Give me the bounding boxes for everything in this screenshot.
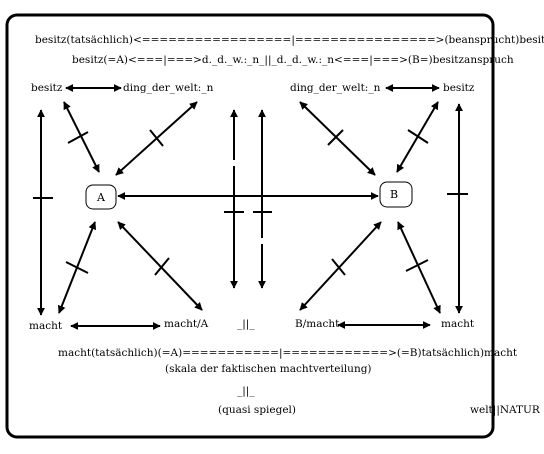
- header-line-2: besitz(=A)<===|===>d._d._w.:_n_||_d._d._…: [72, 54, 514, 67]
- tick-a-macht-a: [154, 257, 170, 276]
- label-ding-left: ding_der_welt:_n: [123, 82, 214, 94]
- node-b-box: [379, 181, 413, 208]
- tick-besitz-left-a: [67, 131, 89, 144]
- footer-line-2: (skala der faktischen machtverteilung): [165, 363, 372, 375]
- label-besitz-left: besitz: [31, 82, 63, 94]
- footer-corner-label: welt||NATUR: [470, 404, 541, 417]
- arrow-b-macht-right: [397, 221, 441, 314]
- label-macht-a: macht/A: [164, 318, 209, 330]
- node-a-box: [85, 184, 117, 210]
- tick-ding-right-b: [327, 129, 344, 146]
- label-macht-left: macht: [29, 320, 63, 332]
- label-besitz-right: besitz: [443, 82, 475, 94]
- label-b-macht: B/macht: [295, 318, 340, 330]
- arrow-a-macht-a: [117, 221, 203, 311]
- tick-ding-left-a: [149, 129, 164, 147]
- label-mirror-mid: _||_: [237, 318, 255, 331]
- footer-mirror: _||_: [237, 385, 255, 398]
- tick-a-macht-left: [65, 261, 89, 274]
- footer-line-1: macht(tatsächlich)(=A)===========|======…: [58, 347, 518, 360]
- label-macht-right: macht: [441, 318, 475, 330]
- node-a-label: A: [96, 191, 106, 204]
- label-ding-right: ding_der_welt:_n: [290, 82, 381, 94]
- tick-besitz-right-b: [407, 129, 429, 144]
- tick-b-b-macht: [331, 258, 346, 276]
- header-line-1: besitz(tatsächlich)<=================|==…: [35, 34, 544, 47]
- tick-b-macht-right: [405, 259, 429, 272]
- arrow-besitz-left-a: [63, 101, 100, 173]
- outer-frame: [5, 13, 495, 439]
- footer-mirror-caption: (quasi spiegel): [218, 404, 296, 416]
- node-b-label: B: [390, 188, 398, 201]
- arrow-b-b-macht: [299, 221, 382, 311]
- arrow-ding-right-b: [299, 101, 376, 176]
